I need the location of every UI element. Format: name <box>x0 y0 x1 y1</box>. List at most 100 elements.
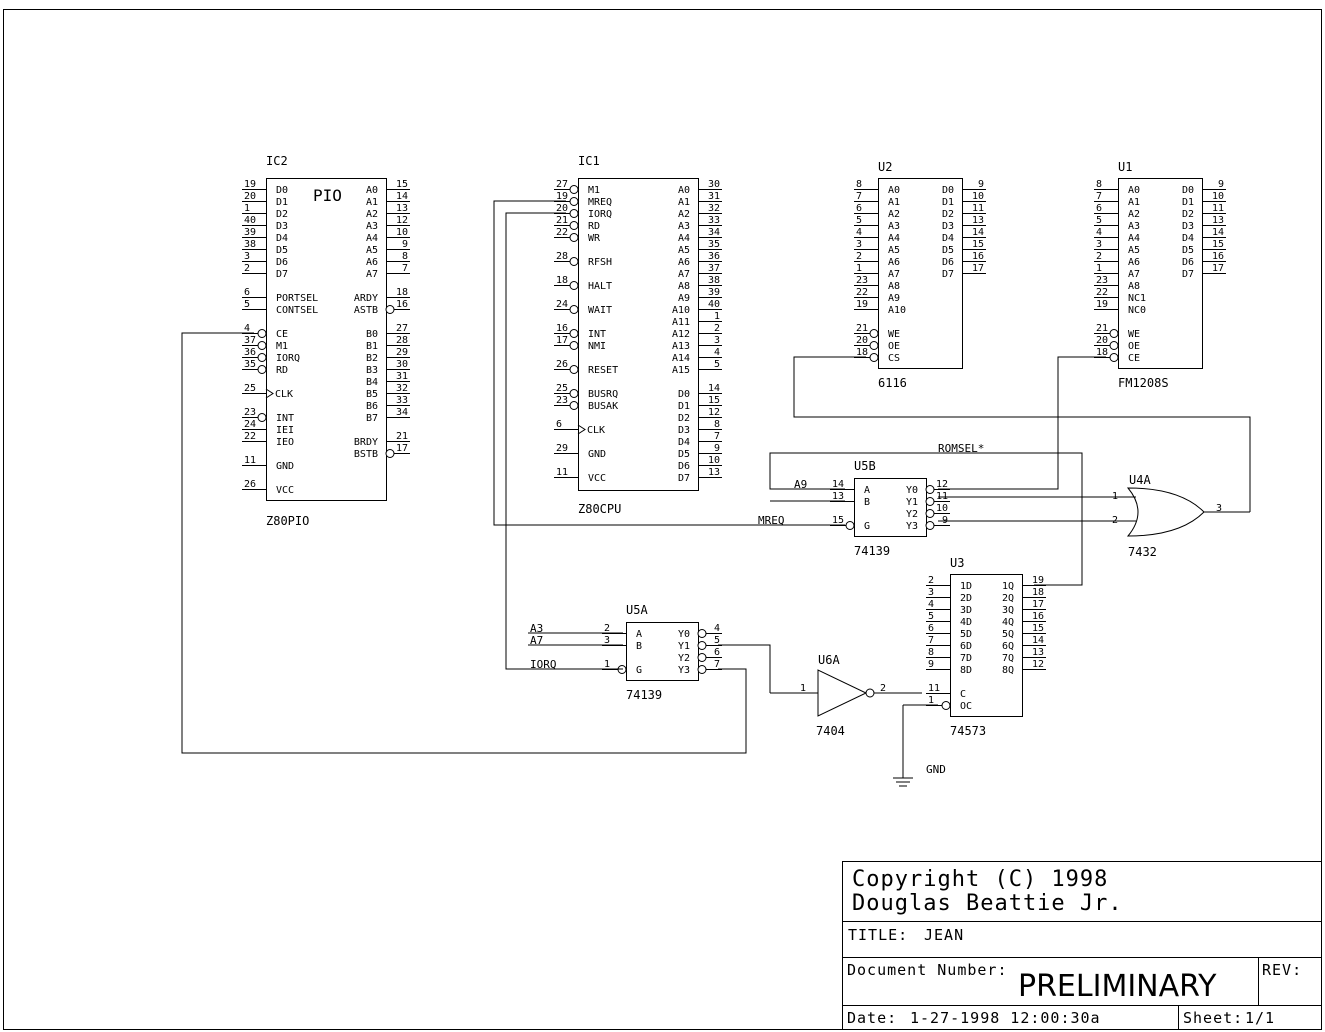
u1-pin-number: 18 <box>1096 347 1108 358</box>
ic2-pin-name: B5 <box>366 389 378 400</box>
ic1-pin-name: A4 <box>678 233 690 244</box>
ic2-pin-bubble <box>257 329 267 338</box>
u2-pin-number: 18 <box>856 347 868 358</box>
ic2-pin-number: 18 <box>396 287 408 298</box>
u5a-pin-bubble <box>697 641 707 650</box>
u3-pin-name: 6Q <box>1002 641 1014 652</box>
ic2-pin-number: 2 <box>244 263 250 274</box>
ic1-pin-number: 17 <box>556 335 568 346</box>
title-value: JEAN <box>924 926 964 944</box>
ic2-pin-number: 21 <box>396 431 408 442</box>
u2-pin-number: 22 <box>856 287 868 298</box>
or-gate-u4a: 1 2 3 U4A 7432 <box>1092 473 1250 559</box>
u3-pin-name: C <box>960 689 966 700</box>
ic2-pin-name: IEI <box>276 425 294 436</box>
ic1-pin-name: BUSAK <box>588 401 618 412</box>
u5b-pin-bubble <box>925 497 935 506</box>
u1-pin-name: D3 <box>1182 221 1194 232</box>
u3-pin-number: 15 <box>1032 623 1044 634</box>
u5b-pin-bubble <box>925 509 935 518</box>
ic2-pin-name: B0 <box>366 329 378 340</box>
ic1-pin-name: A11 <box>672 317 690 328</box>
ic2-pin-number: 34 <box>396 407 408 418</box>
u4a-part: 7432 <box>1128 545 1157 559</box>
ic1-pin-number: 36 <box>708 251 720 262</box>
ic1-pin-name: D6 <box>678 461 690 472</box>
u2-pin-number: 5 <box>856 215 862 226</box>
u2-pin-number: 2 <box>856 251 862 262</box>
u3-pin-number: 17 <box>1032 599 1044 610</box>
u1-pin-number: 11 <box>1212 203 1224 214</box>
ic1-pin-name: VCC <box>588 473 606 484</box>
u3-pin-name: 1D <box>960 581 972 592</box>
u3-pin-name: 3D <box>960 605 972 616</box>
ic1-pin-name: A5 <box>678 245 690 256</box>
ic1-pin-bubble <box>569 233 579 242</box>
title-label: TITLE: <box>848 926 908 944</box>
u2-pin-name: D3 <box>942 221 954 232</box>
ic2-pin-bubble <box>385 305 395 314</box>
u1-pin-number: 23 <box>1096 275 1108 286</box>
ic2-pin-bubble <box>257 353 267 362</box>
u3-pin-name: 1Q <box>1002 581 1014 592</box>
u2-pin-number: 6 <box>856 203 862 214</box>
ic2-pin-number: 9 <box>402 239 408 250</box>
u1-pin-name: NC1 <box>1128 293 1146 304</box>
u2-pin-name: D0 <box>942 185 954 196</box>
ic1-pin-number: 12 <box>708 407 720 418</box>
ic1-pin-name: A3 <box>678 221 690 232</box>
ic1-pin-number: 34 <box>708 227 720 238</box>
ic2-pin-number: 26 <box>244 479 256 490</box>
ic1-pin-bubble <box>569 389 579 398</box>
ic1-pin-name: RESET <box>588 365 618 376</box>
u2-pin-number: 21 <box>856 323 868 334</box>
u2-pin-name: D5 <box>942 245 954 256</box>
u3-pin-name: 2D <box>960 593 972 604</box>
ic2-pin-number: 7 <box>402 263 408 274</box>
net-iorq: IORQ <box>530 658 557 671</box>
u1-pin-number: 3 <box>1096 239 1102 250</box>
u1-pin-name: A2 <box>1128 209 1140 220</box>
ic1-pin-number: 4 <box>714 347 720 358</box>
u1-pin-name: A6 <box>1128 257 1140 268</box>
u2-pin-name: A7 <box>888 269 900 280</box>
wires <box>181 200 1251 754</box>
date-value: 1-27-1998 12:00:30a <box>910 1009 1101 1027</box>
ic2-pin-name: B2 <box>366 353 378 364</box>
ic2-pin-bubble <box>257 341 267 350</box>
u1-pin-number: 8 <box>1096 179 1102 190</box>
ic2-pin-bubble <box>257 365 267 374</box>
ic1-pin-number: 39 <box>708 287 720 298</box>
u3-pin-number: 7 <box>928 635 934 646</box>
ic1-pin-bubble <box>569 305 579 314</box>
u5b-pin-name: Y1 <box>906 497 918 508</box>
u5a-part: 74139 <box>626 688 662 702</box>
ic1-pin-name: D3 <box>678 425 690 436</box>
u2-pin-name: OE <box>888 341 900 352</box>
u1-pin-name: A0 <box>1128 185 1140 196</box>
chip-ic1: IC1Z80CPU27M119MREQ20IORQ21RD22WR28RFSH1… <box>554 154 722 516</box>
u2-pin-number: 7 <box>856 191 862 202</box>
u1-pin-number: 9 <box>1218 179 1224 190</box>
u1-pin-number: 15 <box>1212 239 1224 250</box>
u2-pin-name: A4 <box>888 233 900 244</box>
u2-pin-name: A10 <box>888 305 906 316</box>
ic1-pin-bubble <box>569 341 579 350</box>
u5a-body <box>626 622 699 681</box>
ic1-pin-bubble <box>569 209 579 218</box>
u1-pin-name: D0 <box>1182 185 1194 196</box>
ic1-pin-number: 6 <box>556 419 562 430</box>
u1-pin-name: D5 <box>1182 245 1194 256</box>
u2-pin-number: 19 <box>856 299 868 310</box>
ic1-pin-name: A10 <box>672 305 690 316</box>
ic1-pin-name: BUSRQ <box>588 389 618 400</box>
ic1-pin-number: 30 <box>708 179 720 190</box>
u5b-part: 74139 <box>854 544 890 558</box>
ic2-pin-number: 33 <box>396 395 408 406</box>
ic2-pin-name: D2 <box>276 209 288 220</box>
u5b-pin-bubble <box>925 521 935 530</box>
ic1-pin-number: 28 <box>556 251 568 262</box>
ic2-pin-name: B4 <box>366 377 378 388</box>
ic1-pin-name: A13 <box>672 341 690 352</box>
title-block: Copyright (C) 1998 Douglas Beattie Jr. T… <box>842 861 1322 1030</box>
